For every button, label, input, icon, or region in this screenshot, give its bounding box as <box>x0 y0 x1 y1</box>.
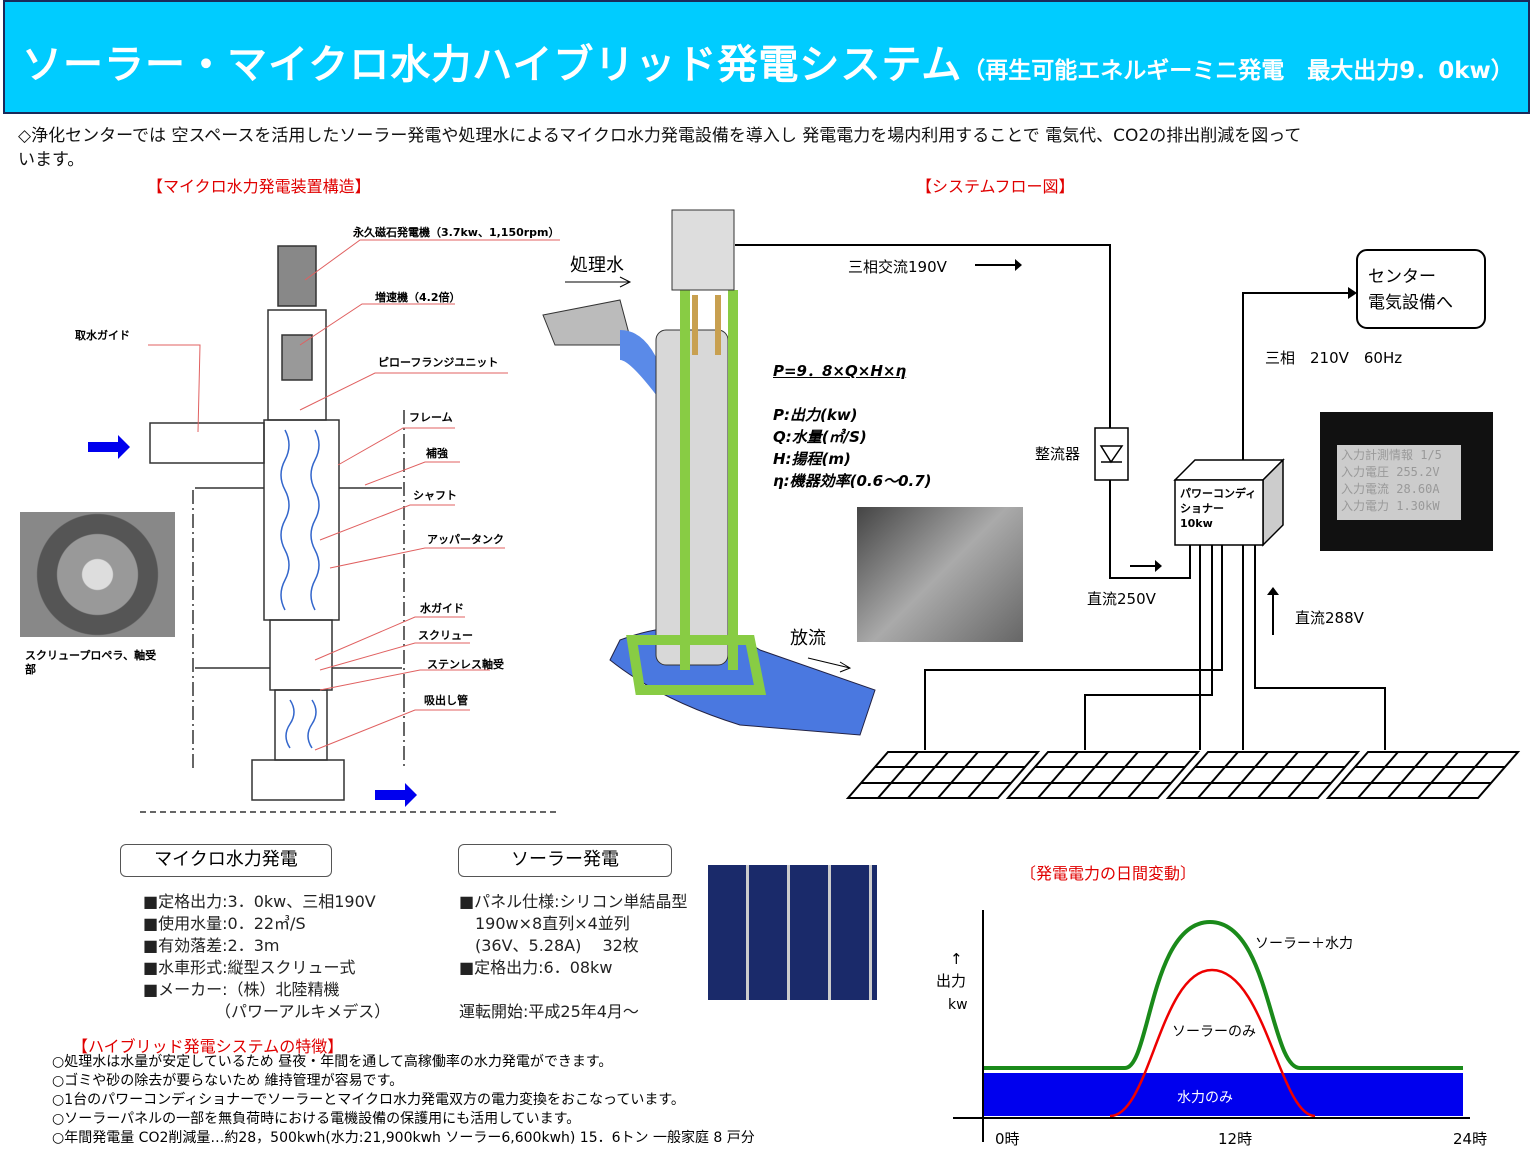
pcs-label: パワーコンディショナー 10kw <box>1180 486 1256 531</box>
solar-panel <box>1165 751 1361 799</box>
x-tick-12: 12時 <box>1218 1130 1253 1148</box>
propeller-caption-2: 部 <box>25 663 36 676</box>
formula-main: P=9．8×Q×H×η <box>773 362 907 380</box>
title-text: ソーラー・マイクロ水力ハイブリッド発電システム <box>22 42 963 88</box>
formula-q: Q:水量(㎥/S) <box>773 428 867 446</box>
solar-spec: (36V、5.28A) 32枚 <box>459 936 639 955</box>
hydro-spec: ■有効落差:2．3m <box>143 936 280 955</box>
intro-line-1: ◇浄化センターでは 空スペースを活用したソーラー発電や処理水によるマイクロ水力発… <box>18 126 1302 146</box>
label-pillow-unit: ピローフランジユニット <box>378 356 499 369</box>
solar-panel-photo <box>708 865 877 1000</box>
hydro-spec: ■使用水量:0．22㎥/S <box>143 914 306 933</box>
features-title: 【ハイブリッド発電システムの特徴】 <box>72 1037 344 1056</box>
solar-curve <box>1109 968 1316 1118</box>
pcs-line-1: パワーコンディ <box>1180 487 1257 500</box>
solar-specs: ■パネル仕様:シリコン単結晶型 190w×8直列×4並列 (36V、5.28A)… <box>459 891 688 979</box>
center-line-2: 電気設備へ <box>1368 293 1453 313</box>
intro-line-2: います。 <box>18 150 85 170</box>
page-title: ソーラー・マイクロ水力ハイブリッド発電システム（再生可能エネルギーミニ発電 最大… <box>22 32 1514 90</box>
solar-spec: ■パネル仕様:シリコン単結晶型 <box>459 892 688 911</box>
x-tick-0: 0時 <box>995 1130 1020 1148</box>
legend-solar: ソーラーのみ <box>1172 1024 1256 1040</box>
hydro-title-box: マイクロ水力発電 <box>120 844 332 877</box>
structure-heading: 【マイクロ水力発電装置構造】 <box>147 177 371 196</box>
solar-title-box: ソーラー発電 <box>458 844 672 877</box>
solar-panel <box>1325 751 1521 799</box>
label-discharge: 放流 <box>790 628 826 649</box>
pcs-line-3: 10kw <box>1180 517 1213 530</box>
hydro-spec: ■メーカー:（株）北陸精機 <box>143 980 340 999</box>
legend-hydro: 水力のみ <box>1177 1090 1233 1106</box>
lcd-line-4: 入力電力 1.30kW <box>1341 499 1440 513</box>
hydro-unit <box>542 209 876 736</box>
propeller-caption-1: スクリュープロペラ、軸受 <box>25 649 157 662</box>
hydro-spec: （パワーアルキメデス） <box>143 1002 391 1021</box>
propeller-photo <box>20 512 175 637</box>
installation-photo <box>857 507 1023 642</box>
lcd-line-1: 入力計測情報 1/5 <box>1341 448 1442 462</box>
pcs-box <box>1173 458 1285 547</box>
flow-heading: 【システムフロー図】 <box>916 177 1075 196</box>
feature-item: ○ソーラーパネルの一部を無負荷時における電機設備の保護用にも活用しています。 <box>52 1111 581 1127</box>
formula-p: P:出力(kw) <box>773 406 858 424</box>
wiring <box>735 244 1386 750</box>
feature-item: ○ゴミや砂の除去が要らないため 維持管理が容易です。 <box>52 1073 404 1089</box>
label-water-guide: 水ガイド <box>420 602 464 615</box>
pcs-line-2: ショナー <box>1180 502 1224 515</box>
daily-chart <box>953 910 1470 1142</box>
lcd-line-3: 入力電流 28.60A <box>1341 482 1440 496</box>
label-draft-tube: 吸出し管 <box>424 694 468 707</box>
subtitle: （再生可能エネルギーミニ発電 最大出力9．0kw） <box>962 58 1514 84</box>
feature-item: ○処理水は水量が安定しているため 昼夜・年間を通して高稼働率の水力発電ができます… <box>52 1054 613 1070</box>
label-screw: スクリュー <box>418 629 473 642</box>
total-curve <box>983 919 1463 1070</box>
solar-start: 運転開始:平成25年4月～ <box>459 1002 639 1021</box>
label-generator: 永久磁石発電機（3.7kw、1,150rpm） <box>353 226 560 239</box>
flow-arrows <box>88 435 417 807</box>
chart-title: 〔発電電力の日間変動〕 <box>1020 864 1197 883</box>
label-rectifier: 整流器 <box>1035 445 1081 463</box>
hydro-area <box>983 1073 1463 1116</box>
label-dc250: 直流250V <box>1087 590 1156 608</box>
solar-spec: 190w×8直列×4並列 <box>459 914 630 933</box>
rectifier-icon <box>1094 427 1129 481</box>
solar-panel <box>1005 751 1201 799</box>
label-dc288: 直流288V <box>1295 609 1364 627</box>
hydro-spec: ■定格出力:3．0kw、三相190V <box>143 892 376 911</box>
feature-item: ○年間発電量 CO2削減量…約28，500kwh(水力:21,900kwh ソー… <box>52 1130 755 1146</box>
y-label: 出力 <box>936 972 967 990</box>
label-bearing: ステンレス軸受 <box>427 658 504 671</box>
formula-h: H:揚程(m) <box>773 450 851 468</box>
hydro-specs: ■定格出力:3．0kw、三相190V ■使用水量:0．22㎥/S ■有効落差:2．3… <box>143 891 390 1023</box>
center-line-1: センター <box>1368 267 1436 287</box>
solar-panel <box>845 751 1041 799</box>
legend-total: ソーラー＋水力 <box>1255 936 1353 952</box>
label-frame: フレーム <box>409 411 453 424</box>
label-ac210: 三相 210V 60Hz <box>1265 349 1403 367</box>
lcd-photo: 入力計測情報 1/5 入力電圧 255.2V 入力電流 28.60A 入力電力 1.3… <box>1320 412 1493 551</box>
center-label: センター電気設備へ <box>1368 264 1453 316</box>
lcd-line-2: 入力電圧 255.2V <box>1341 465 1440 479</box>
title-bar <box>3 0 1530 114</box>
label-upper-tank: アッパータンク <box>427 533 504 546</box>
x-tick-24: 24時 <box>1453 1130 1488 1148</box>
label-ac190: 三相交流190V <box>848 258 947 276</box>
turbine-structure <box>140 245 560 813</box>
y-unit: kw <box>948 997 968 1013</box>
feature-item: ○1台のパワーコンディショナーでソーラーとマイクロ水力発電双方の電力変換をおこな… <box>52 1092 685 1108</box>
hydro-spec: ■水車形式:縦型スクリュー式 <box>143 958 356 977</box>
formula-eta: η:機器効率(0.6～0.7) <box>773 472 932 490</box>
label-shaft: シャフト <box>413 489 457 502</box>
center-box <box>1356 249 1486 329</box>
solar-spec: ■定格出力:6．08kw <box>459 958 613 977</box>
solar-panels <box>845 751 1521 799</box>
label-gearbox: 増速機（4.2倍） <box>375 291 461 304</box>
leader-lines <box>148 239 560 751</box>
y-arrow: ↑ <box>950 950 963 968</box>
label-intake: 取水ガイド <box>75 329 130 342</box>
label-reinforce: 補強 <box>426 447 448 460</box>
label-treated-water: 処理水 <box>570 255 624 276</box>
